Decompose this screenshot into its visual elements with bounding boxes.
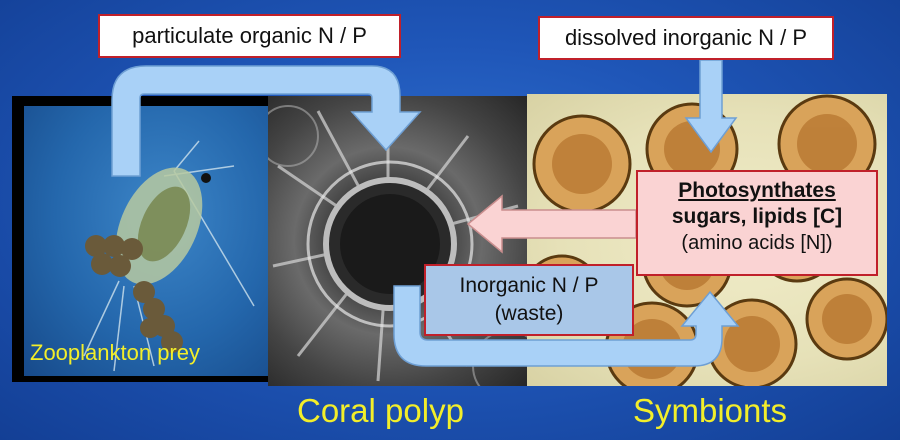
arrow-waste (393, 285, 740, 367)
photosynthates-amino: (amino acids [N]) (681, 232, 833, 254)
zooplankton-caption: Zooplankton prey (30, 340, 200, 365)
symbionts-caption: Symbionts (633, 392, 788, 429)
zooplankton-photo (12, 96, 270, 382)
photosynthates-label: Photosynthates sugars, lipids [C] (amino… (636, 170, 878, 276)
zooplankton-illustration (83, 140, 255, 372)
particulate-organic-text: particulate organic N / P (132, 23, 367, 48)
particulate-organic-label: particulate organic N / P (98, 14, 401, 58)
arrow-dissolved (684, 59, 738, 154)
inorganic-waste-label: Inorganic N / P (waste) (424, 264, 634, 336)
inorganic-waste-line2: (waste) (494, 302, 564, 325)
dissolved-inorganic-label: dissolved inorganic N / P (538, 16, 834, 60)
inorganic-waste-line1: Inorganic N / P (459, 274, 599, 297)
arrow-photosynthates (466, 194, 637, 254)
arrow-particulate (111, 65, 422, 177)
photosynthates-sugars: sugars, lipids [C] (671, 205, 843, 228)
coral-polyp-illustration (268, 105, 538, 386)
photosynthates-title: Photosynthates (678, 179, 836, 202)
dissolved-inorganic-text: dissolved inorganic N / P (564, 25, 808, 50)
coral-polyp-caption: Coral polyp (297, 392, 464, 429)
